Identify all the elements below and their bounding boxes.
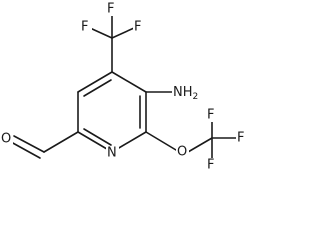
atom-f-ocf3-right: F [236,131,248,146]
atom-n-ring: N [106,146,119,161]
bond-o-cf3 [187,137,213,153]
svg-text:F: F [237,131,244,146]
bond-c4-c3 [111,71,147,93]
bond-cf3-f-right [111,27,135,39]
bond-cho-o-1 [13,135,45,153]
svg-text:F: F [207,158,214,173]
svg-text:O: O [177,145,187,160]
svg-text:F: F [81,20,88,35]
bond-c5-c4-outer [77,71,113,93]
bond-c5-c4-inner [83,79,112,97]
molecule-diagram: F F F NH2 O N O F F F [0,1,248,173]
bond-cho-o-2 [10,141,41,159]
bond-c2-o [145,131,177,151]
atom-o-aldehyde: O [0,131,13,147]
svg-text:NH2: NH2 [173,85,198,102]
atom-f-ocf3-bottom: F [206,158,218,173]
bond-cf3-f-left [89,27,113,39]
atom-f-cf3-right: F [133,20,145,35]
bond-c6-cho [43,131,79,153]
atom-o-ether: O [176,144,189,160]
svg-text:F: F [107,2,114,17]
svg-text:O: O [1,132,11,147]
atom-nh2: NH2 [172,84,204,102]
atom-f-cf3-top: F [106,2,118,17]
svg-text:N: N [107,146,117,161]
svg-text:F: F [207,108,214,123]
bond-n-c6-inner [83,128,112,146]
structure-canvas: F F F NH2 O N O F F F [0,1,248,173]
atom-f-ocf3-top: F [206,108,218,123]
atom-f-cf3-left: F [80,20,92,35]
svg-text:F: F [134,20,141,35]
